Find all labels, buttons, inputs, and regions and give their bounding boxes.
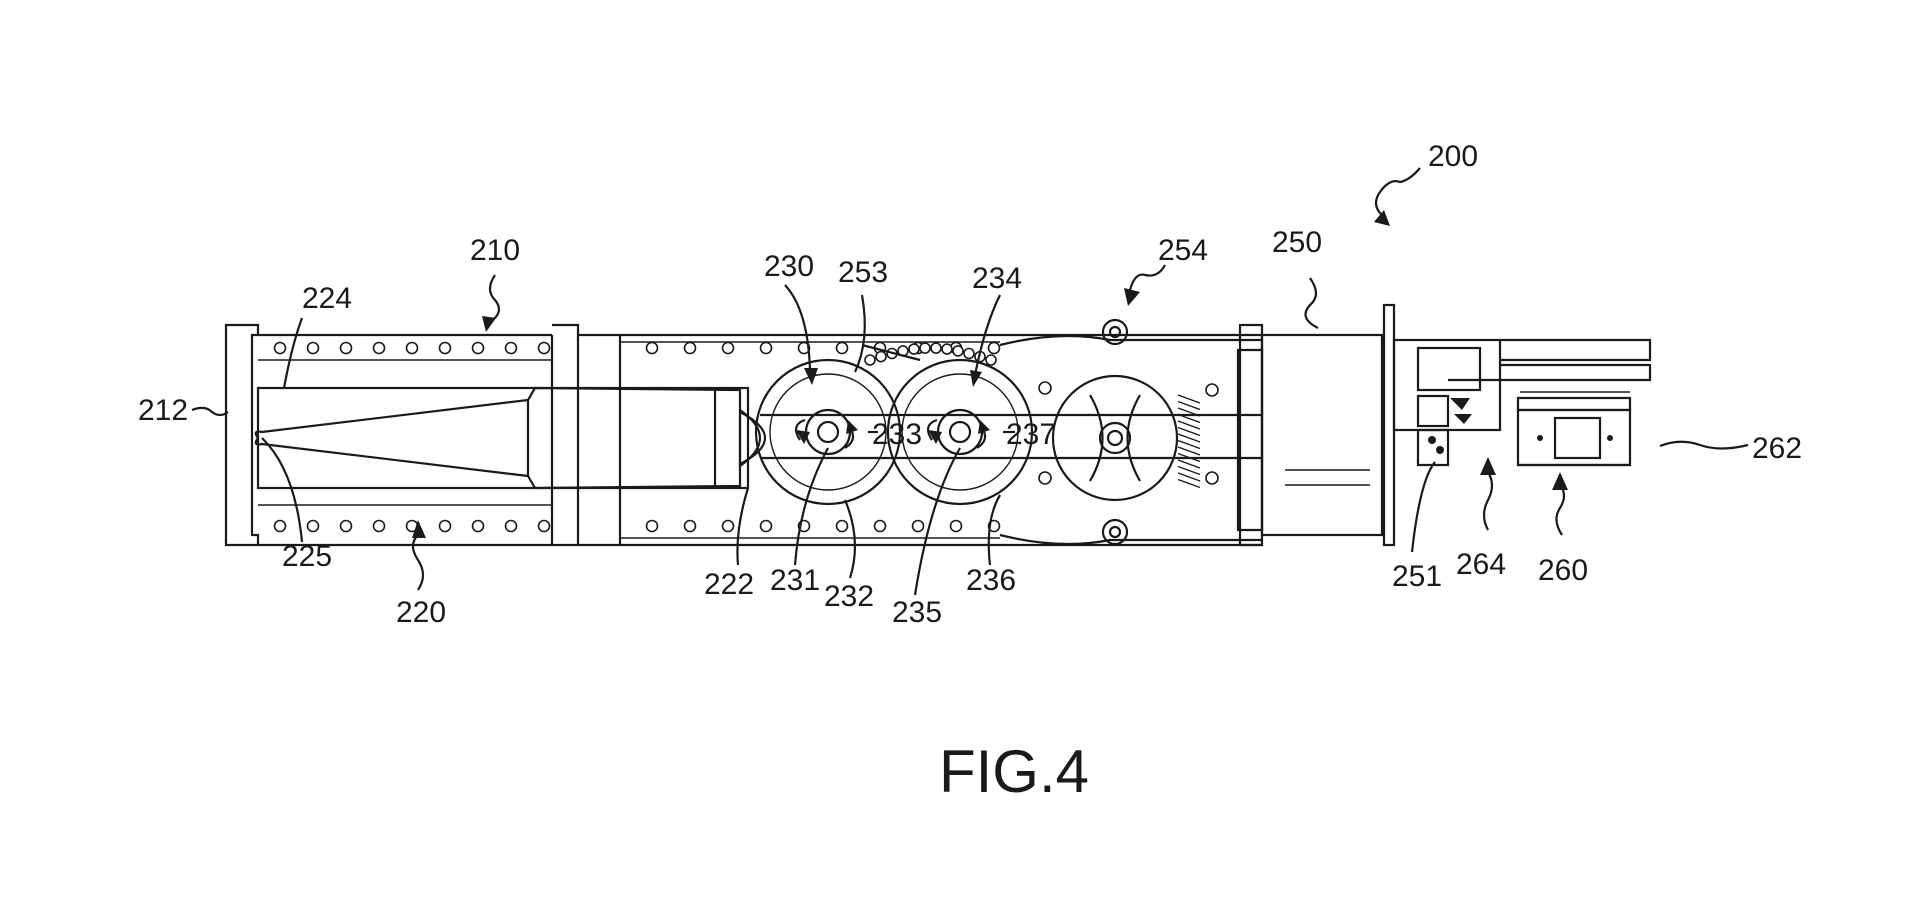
label-251: 251 — [1392, 560, 1442, 593]
label-231: 231 — [770, 564, 820, 597]
label-253: 253 — [838, 256, 888, 289]
cable-head — [1500, 338, 1652, 467]
cartridge — [254, 386, 767, 490]
label-262: 262 — [1752, 432, 1802, 465]
label-200: 200 — [1428, 140, 1478, 173]
label-235: 235 — [892, 596, 942, 629]
label-232: 232 — [824, 580, 874, 613]
connector — [1392, 338, 1502, 467]
bead-chain — [864, 342, 997, 366]
leader-lines — [191, 167, 1749, 596]
roller-assembly — [754, 358, 1262, 506]
label-225: 225 — [282, 540, 332, 573]
label-210: 210 — [470, 234, 520, 267]
label-212: 212 — [138, 394, 188, 427]
label-250: 250 — [1272, 226, 1322, 259]
housing-perforations — [273, 341, 1001, 533]
motor-housing — [1238, 303, 1396, 547]
figure-caption: FIG.4 — [939, 738, 1089, 805]
label-236: 236 — [966, 564, 1016, 597]
device-assembly — [224, 303, 1652, 547]
label-230: 230 — [764, 250, 814, 283]
label-220: 220 — [396, 596, 446, 629]
label-222: 222 — [704, 568, 754, 601]
outer-housing — [258, 323, 1262, 547]
label-233: 233 — [872, 418, 922, 451]
label-237: 237 — [1006, 418, 1056, 451]
label-224: 224 — [302, 282, 352, 315]
label-264: 264 — [1456, 548, 1506, 581]
label-254: 254 — [1158, 234, 1208, 267]
label-234: 234 — [972, 262, 1022, 295]
end-plate — [224, 323, 260, 547]
label-260: 260 — [1538, 554, 1588, 587]
reference-numerals: 200 210 212 220 222 224 225 230 231 232 … — [138, 140, 1802, 629]
